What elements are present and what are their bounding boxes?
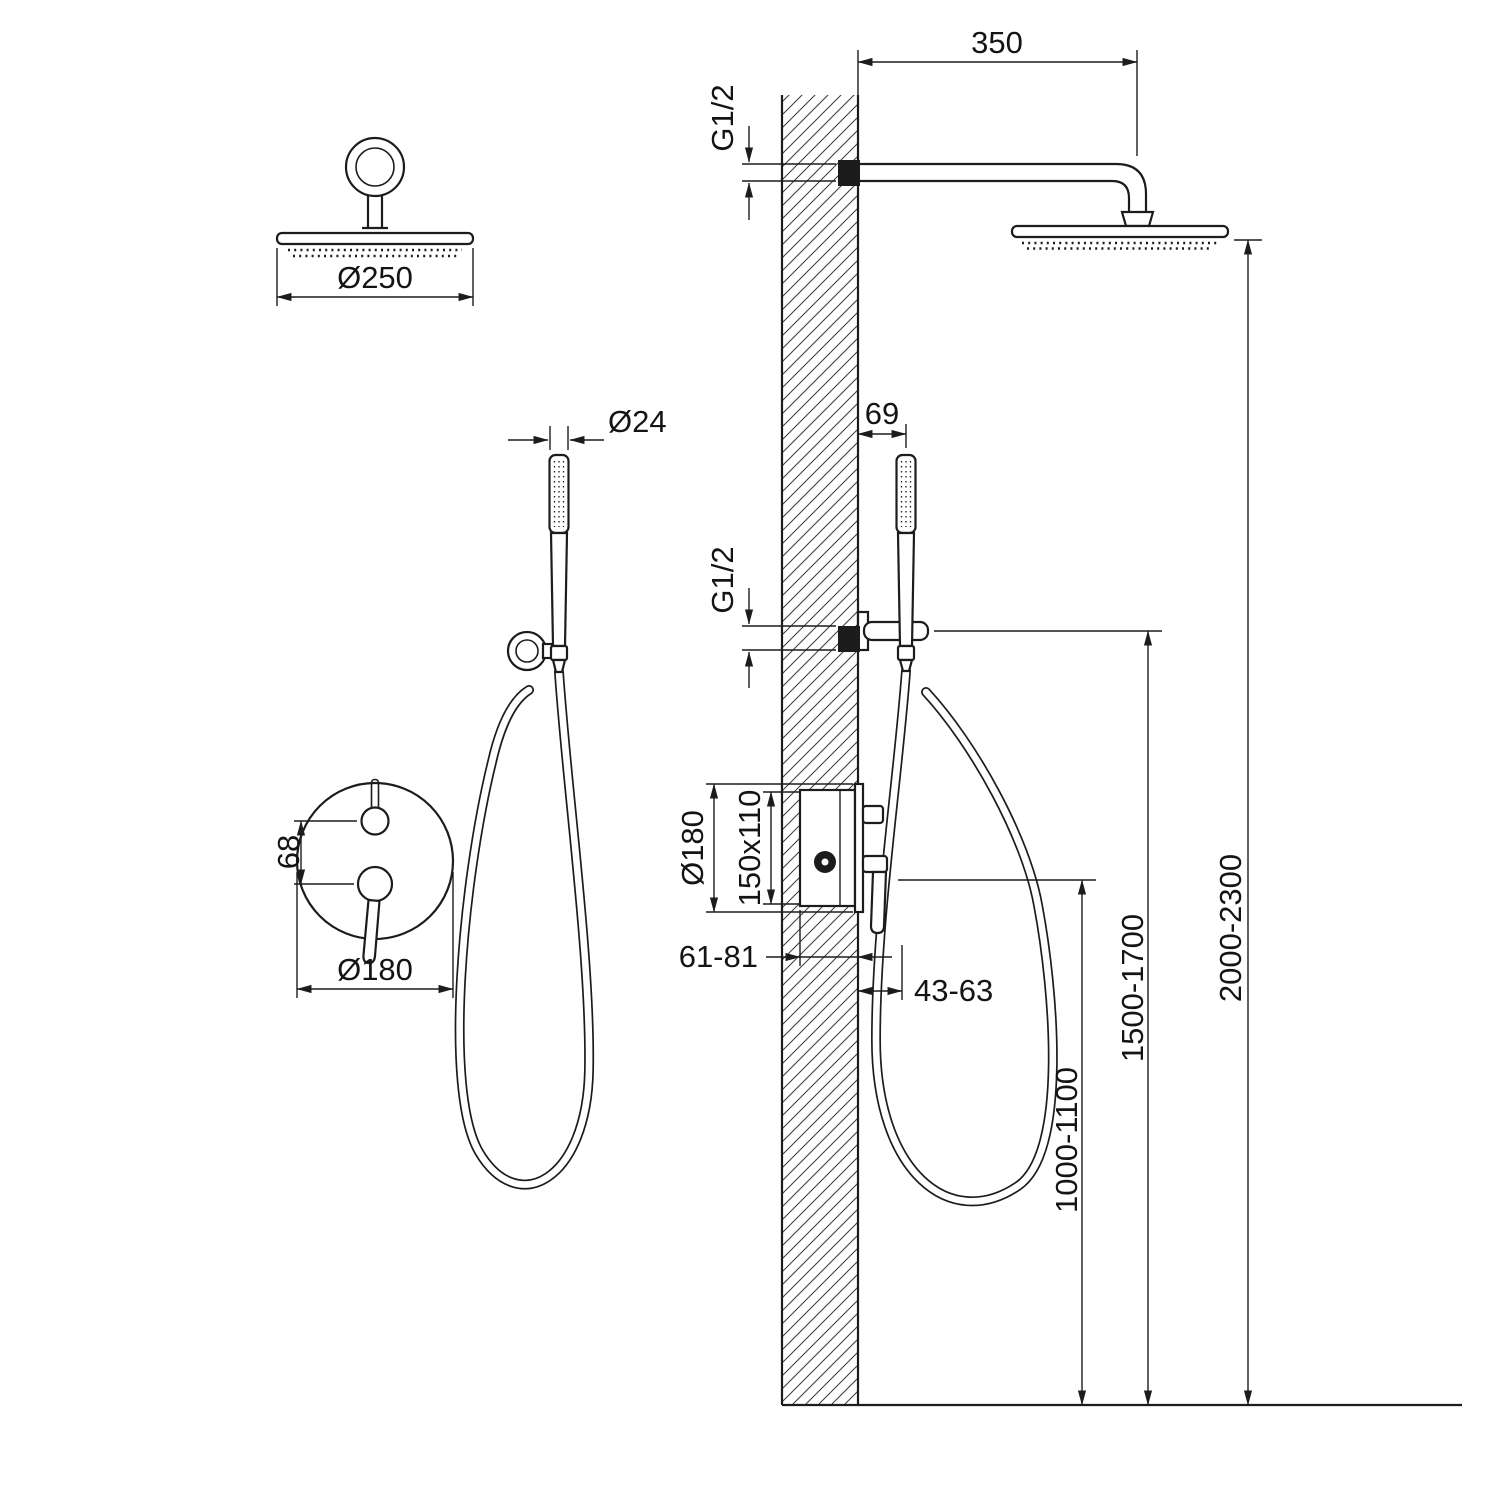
rain-head-disc <box>275 231 475 246</box>
lever-base-side <box>861 854 889 874</box>
holder-ring <box>506 630 548 672</box>
lever-side <box>869 870 888 935</box>
rough-in-box <box>798 788 857 908</box>
sprayhead-texture <box>553 461 565 527</box>
extension-lines <box>742 163 836 182</box>
shower-arm <box>860 162 1148 212</box>
extension-lines <box>742 625 836 651</box>
diverter-knob <box>360 806 390 836</box>
hand-shower-handle <box>549 531 569 648</box>
rain-head-disc-side <box>1010 224 1230 239</box>
trim-plate-edge <box>853 782 865 914</box>
height-dimensions: 1000-1100 1500-1700 2000-2300 <box>898 239 1262 1406</box>
dim-label-projection: 43-63 <box>914 973 993 1008</box>
dim-label-holder-height: 1500-1700 <box>1115 914 1150 1062</box>
extension-lines <box>706 783 853 913</box>
hose-cone <box>898 658 914 673</box>
dim-label-hand-diameter: Ø24 <box>608 404 667 439</box>
arm-wall-connection <box>838 160 860 186</box>
side-view-rain-shower: 350 G1/2 <box>705 25 1230 250</box>
extension-lines <box>296 872 454 998</box>
dim-label-valve-height: 1000-1100 <box>1049 1067 1084 1213</box>
dim-label-head-diameter: Ø250 <box>337 260 413 295</box>
extension-lines <box>549 426 569 450</box>
hose <box>456 668 593 1188</box>
hose <box>454 667 595 1190</box>
diverter-stem <box>370 778 380 808</box>
front-view-hand-shower: Ø24 <box>454 404 667 1190</box>
wall-flange-inner <box>355 147 395 187</box>
shower-arm <box>860 179 1131 212</box>
dim-label-arm-length: 350 <box>971 25 1023 60</box>
dim-label-thread-top: G1/2 <box>705 84 740 151</box>
front-view-rain-shower-head: Ø250 <box>275 136 475 306</box>
hose-nut <box>549 644 569 662</box>
dim-label-plate-dia-side: Ø180 <box>675 810 710 886</box>
head-arm <box>362 196 388 230</box>
hose-nut <box>896 644 916 662</box>
dim-label-box-size: 150x110 <box>732 790 767 907</box>
side-view-wall <box>780 95 1462 1407</box>
side-view-mixer-valve: Ø180 150x110 61-81 43-63 <box>675 782 993 1008</box>
diverter-knob-side <box>861 804 885 825</box>
hose <box>870 666 1058 1207</box>
wall-edges <box>780 95 860 1405</box>
wall-hatch <box>782 95 858 1405</box>
wall-flange <box>344 136 406 198</box>
dim-label-hand-offset: 69 <box>865 396 899 431</box>
dim-label-embed-depth: 61-81 <box>679 939 758 974</box>
extension-lines <box>857 50 1138 156</box>
hand-shower-handle <box>896 531 916 648</box>
holder-ring-inner <box>515 639 539 663</box>
dim-label-thread-hand: G1/2 <box>705 546 740 613</box>
sprayhead-texture <box>900 461 912 527</box>
head-nut <box>1120 210 1155 228</box>
front-view-mixer: 68 Ø180 <box>271 778 455 998</box>
hose-cone <box>551 658 567 674</box>
hand-outlet-connection <box>838 626 860 652</box>
holder-bracket <box>862 620 930 642</box>
mixer-knob <box>356 865 394 903</box>
dim-label-handle-spacing: 68 <box>271 835 306 869</box>
dim-label-head-height: 2000-2300 <box>1213 854 1248 1002</box>
valve-cartridge-center <box>821 858 829 866</box>
dim-label-plate-diameter: Ø180 <box>337 952 413 987</box>
mixer-lever <box>362 898 381 965</box>
